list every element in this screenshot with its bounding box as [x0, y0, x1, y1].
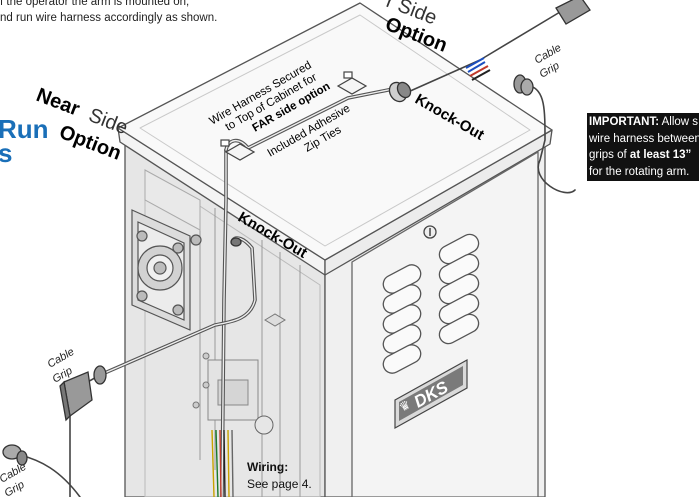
colored-wires	[211, 429, 234, 497]
section-title: Run s	[0, 114, 49, 168]
important-line-3: grips of	[589, 149, 630, 161]
cable-grip-far-label-1: Cable	[533, 42, 564, 67]
wiring-label: Wiring:	[247, 460, 289, 474]
important-line-1: Allow s	[661, 116, 699, 128]
zip-tie-mount-right	[336, 77, 368, 95]
cable-grips	[2, 0, 591, 466]
vent-louvers	[382, 233, 480, 374]
zip-tie-mount-left	[224, 143, 256, 161]
important-note: IMPORTANT: Allow s wire harness between …	[587, 113, 699, 181]
section-title-line-2: s	[0, 138, 13, 168]
wiring-note: Wiring: See page 4.	[247, 459, 312, 493]
cable-grip-left-label-1: Cable	[46, 346, 77, 371]
knockout-grommets	[230, 81, 412, 247]
intro-text-line-2: nd run wire harness accordingly as shown…	[0, 12, 218, 24]
connector-wires	[465, 57, 491, 81]
lid-rim	[139, 14, 531, 247]
lock-icon	[423, 225, 437, 239]
cable-grip-far	[513, 74, 534, 96]
important-line-3-emphasis: at least 13”	[629, 149, 692, 161]
near-knockout-grommet	[230, 237, 242, 247]
wiring-text: See page 4.	[247, 477, 312, 491]
cable-grip-left	[59, 365, 107, 422]
important-line-2: wire harness between	[589, 132, 699, 145]
important-label: IMPORTANT:	[589, 116, 660, 128]
important-line-4: for the rotating arm.	[589, 165, 690, 178]
zip-tie-mounts	[220, 71, 368, 161]
gearbox	[131, 209, 202, 331]
far-knockout-grommet	[388, 81, 412, 103]
cable-grip-bottom	[2, 444, 28, 466]
section-title-line-1: Run	[0, 114, 49, 144]
intro-text-line-1: f the operator the arm is mounted on,	[0, 0, 190, 8]
cable-grip-top-right	[555, 0, 591, 25]
